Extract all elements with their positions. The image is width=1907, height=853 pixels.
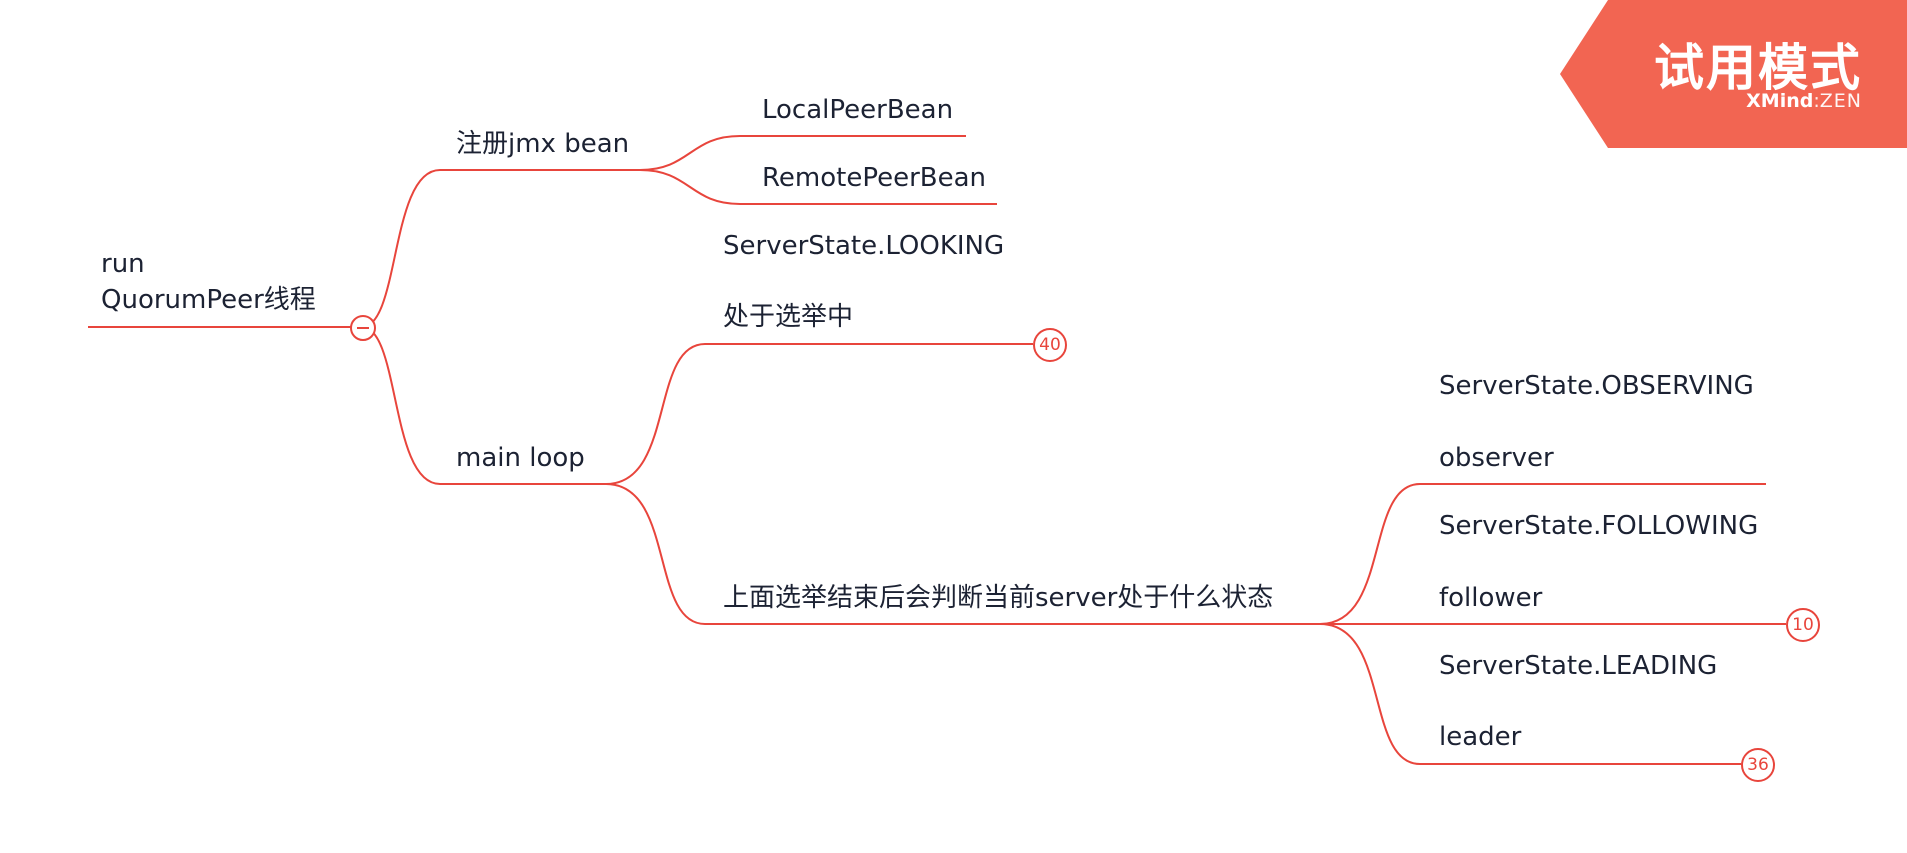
branch-judge-to-leader	[1319, 623, 1741, 765]
note-server-state-observing: ServerState.OBSERVING	[1439, 371, 1754, 401]
trial-mode-banner[interactable]: 试用模式 XMind:ZEN	[1560, 0, 1907, 148]
collapsed-count-badge-follower[interactable]: 10	[1786, 608, 1820, 642]
brand-main-text: XMind	[1746, 90, 1814, 112]
branch-main-loop-to-election	[605, 343, 1033, 485]
brand-sub-text: ZEN	[1819, 90, 1862, 112]
root-topic-line1[interactable]: run	[101, 249, 145, 279]
brand-separator: :	[1813, 90, 1820, 112]
note-server-state-leading: ServerState.LEADING	[1439, 651, 1718, 681]
branch-register-to-local	[639, 135, 966, 171]
topic-register-jmx-bean[interactable]: 注册jmx bean	[456, 129, 630, 159]
topic-remote-peer-bean[interactable]: RemotePeerBean	[762, 163, 986, 193]
branch-judge-to-observer	[1319, 483, 1766, 625]
root-topic-line2[interactable]: QuorumPeer线程	[101, 285, 316, 315]
collapsed-count-badge-leader[interactable]: 36	[1741, 748, 1775, 782]
trial-mode-title: 试用模式	[1654, 39, 1862, 97]
xmind-zen-brand: XMind:ZEN	[1746, 90, 1862, 112]
collapsed-count-badge-looking[interactable]: 40	[1033, 328, 1067, 362]
topic-follower[interactable]: follower	[1439, 583, 1543, 613]
topic-in-election[interactable]: 处于选举中	[723, 302, 854, 332]
branch-root-to-register	[361, 169, 640, 328]
topic-local-peer-bean[interactable]: LocalPeerBean	[762, 95, 954, 125]
branch-register-to-remote	[639, 169, 997, 205]
note-server-state-looking: ServerState.LOOKING	[723, 231, 1005, 261]
topic-leader[interactable]: leader	[1439, 722, 1522, 752]
topic-observer[interactable]: observer	[1439, 443, 1554, 473]
branch-root-to-main-loop	[361, 326, 606, 485]
trial-banner-shape	[1560, 0, 1907, 148]
topic-judge-server-state[interactable]: 上面选举结束后会判断当前server处于什么状态	[723, 583, 1274, 613]
collapse-toggle-button[interactable]	[350, 315, 376, 341]
note-server-state-following: ServerState.FOLLOWING	[1439, 511, 1759, 541]
branch-main-loop-to-judge	[605, 483, 1320, 625]
topic-main-loop[interactable]: main loop	[456, 443, 585, 473]
